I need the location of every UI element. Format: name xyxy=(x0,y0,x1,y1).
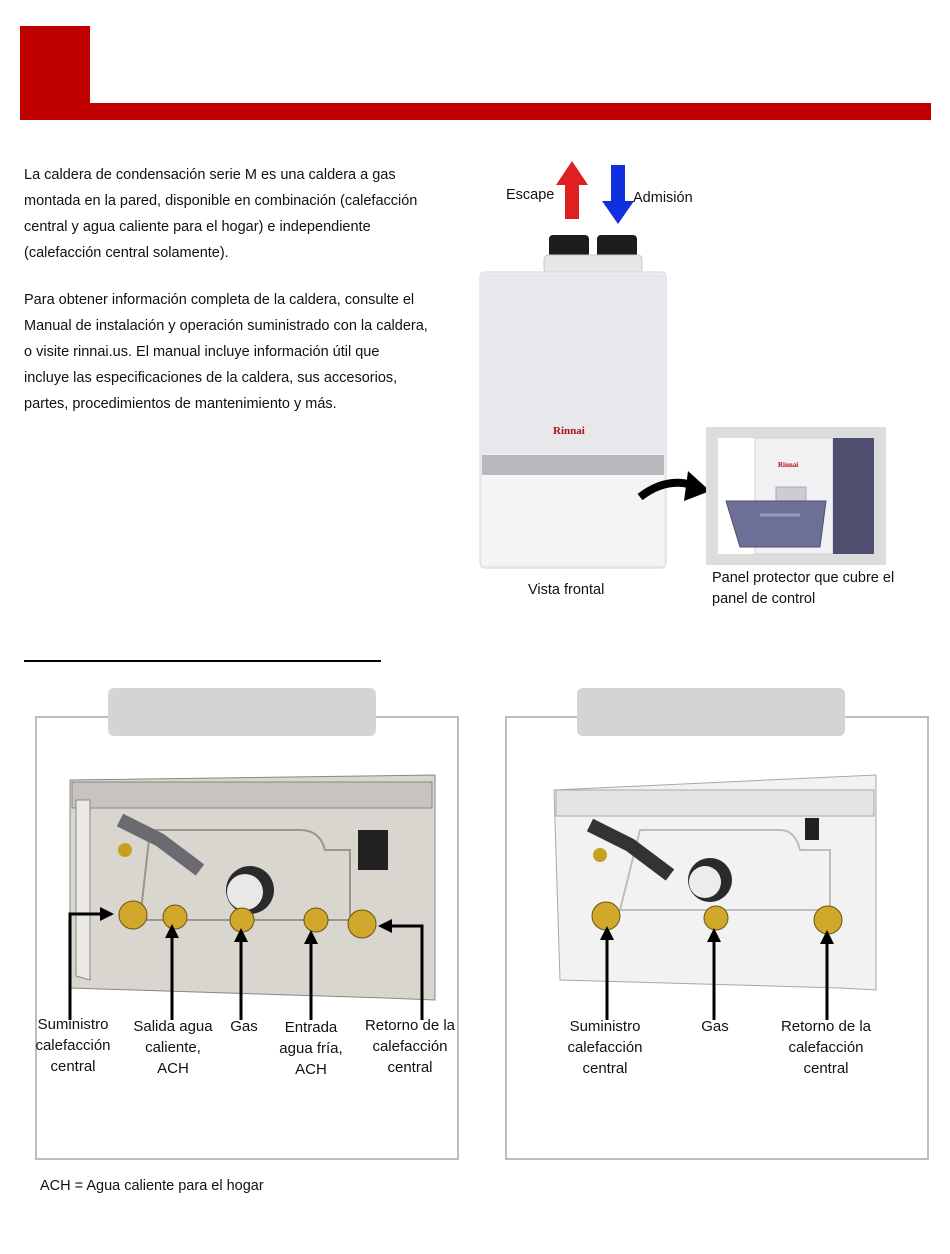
label-line: calefacción xyxy=(788,1039,864,1056)
label-ch-supply: Suministro calefacción central xyxy=(30,1014,116,1077)
label-line: Retorno de la xyxy=(364,1017,456,1034)
exhaust-arrow-icon xyxy=(556,161,588,219)
text-line: montada en la pared, disponible en combi… xyxy=(24,193,418,209)
heat-only-panel-tab xyxy=(577,688,845,736)
text-line: partes, procedimientos de mantenimiento … xyxy=(24,396,337,412)
label-line: Entrada xyxy=(284,1019,338,1036)
label-line: caliente, xyxy=(145,1039,201,1056)
text-line: central y agua caliente para el hogar) e… xyxy=(24,219,371,235)
text-line: (calefacción central solamente). xyxy=(24,245,229,261)
label-line: ACH xyxy=(157,1060,189,1077)
combi-panel-tab xyxy=(108,688,376,736)
text-line: Para obtener información completa de la … xyxy=(24,292,415,308)
caption-line: panel de control xyxy=(712,591,816,607)
label-line: central xyxy=(50,1058,96,1075)
rinnai-logo: Rinnai xyxy=(553,425,585,437)
label-dhw-outlet: Salida agua caliente, ACH xyxy=(128,1016,218,1079)
label-line: Retorno de la xyxy=(780,1018,872,1035)
label-line: calefacción xyxy=(35,1037,111,1054)
combi-boiler-underside xyxy=(69,774,436,1001)
label-line: agua fría, xyxy=(279,1040,343,1057)
text-line: incluye las especificaciones de la calde… xyxy=(24,370,398,386)
intake-label: Admisión xyxy=(633,190,693,206)
label-line: Gas xyxy=(701,1018,729,1035)
label-cold-inlet: Entrada agua fría, ACH xyxy=(268,1017,354,1080)
front-view-label: Vista frontal xyxy=(528,582,605,598)
panel-caption: Panel protector que cubre el panel de co… xyxy=(712,568,894,610)
label-line: central xyxy=(582,1060,628,1077)
header-red-bar xyxy=(20,103,931,120)
text-line: La caldera de condensación serie M es un… xyxy=(24,167,396,183)
label-line: Suministro xyxy=(569,1018,641,1035)
section-rule xyxy=(24,660,381,662)
heat-only-boiler-underside xyxy=(553,774,877,991)
label-line: Salida agua xyxy=(133,1018,213,1035)
label-line: calefacción xyxy=(372,1038,448,1055)
caption-line: Panel protector que cubre el xyxy=(712,570,895,586)
exhaust-label: Escape xyxy=(506,187,555,203)
label-ch-return: Retorno de la calefacción central xyxy=(360,1015,460,1078)
intake-arrow-icon xyxy=(602,165,634,224)
label-line: Suministro xyxy=(37,1016,109,1033)
label-gas: Gas xyxy=(224,1016,264,1037)
label-gas-2: Gas xyxy=(695,1016,735,1037)
boiler-illustration xyxy=(479,161,886,569)
label-line: central xyxy=(803,1060,849,1077)
inset-rinnai-logo: Rinnai xyxy=(778,461,799,469)
label-line: central xyxy=(387,1059,433,1076)
intro-paragraph-2: Para obtener información completa de la … xyxy=(24,287,444,417)
label-line: calefacción xyxy=(567,1039,643,1056)
intro-paragraph-1: La caldera de condensación serie M es un… xyxy=(24,162,444,266)
label-ch-return-2: Retorno de la calefacción central xyxy=(772,1016,880,1079)
heat-only-connection-pointers xyxy=(591,901,843,1020)
text-line: Manual de instalación y operación sumini… xyxy=(24,318,428,334)
label-line: Gas xyxy=(230,1018,258,1035)
combi-connection-pointers xyxy=(68,900,424,1020)
label-line: ACH xyxy=(295,1061,327,1078)
footnote: ACH = Agua caliente para el hogar xyxy=(40,1178,264,1194)
label-ch-supply-2: Suministro calefacción central xyxy=(560,1016,650,1079)
text-line: o visite rinnai.us. El manual incluye in… xyxy=(24,344,380,360)
header-red-block xyxy=(20,26,90,104)
